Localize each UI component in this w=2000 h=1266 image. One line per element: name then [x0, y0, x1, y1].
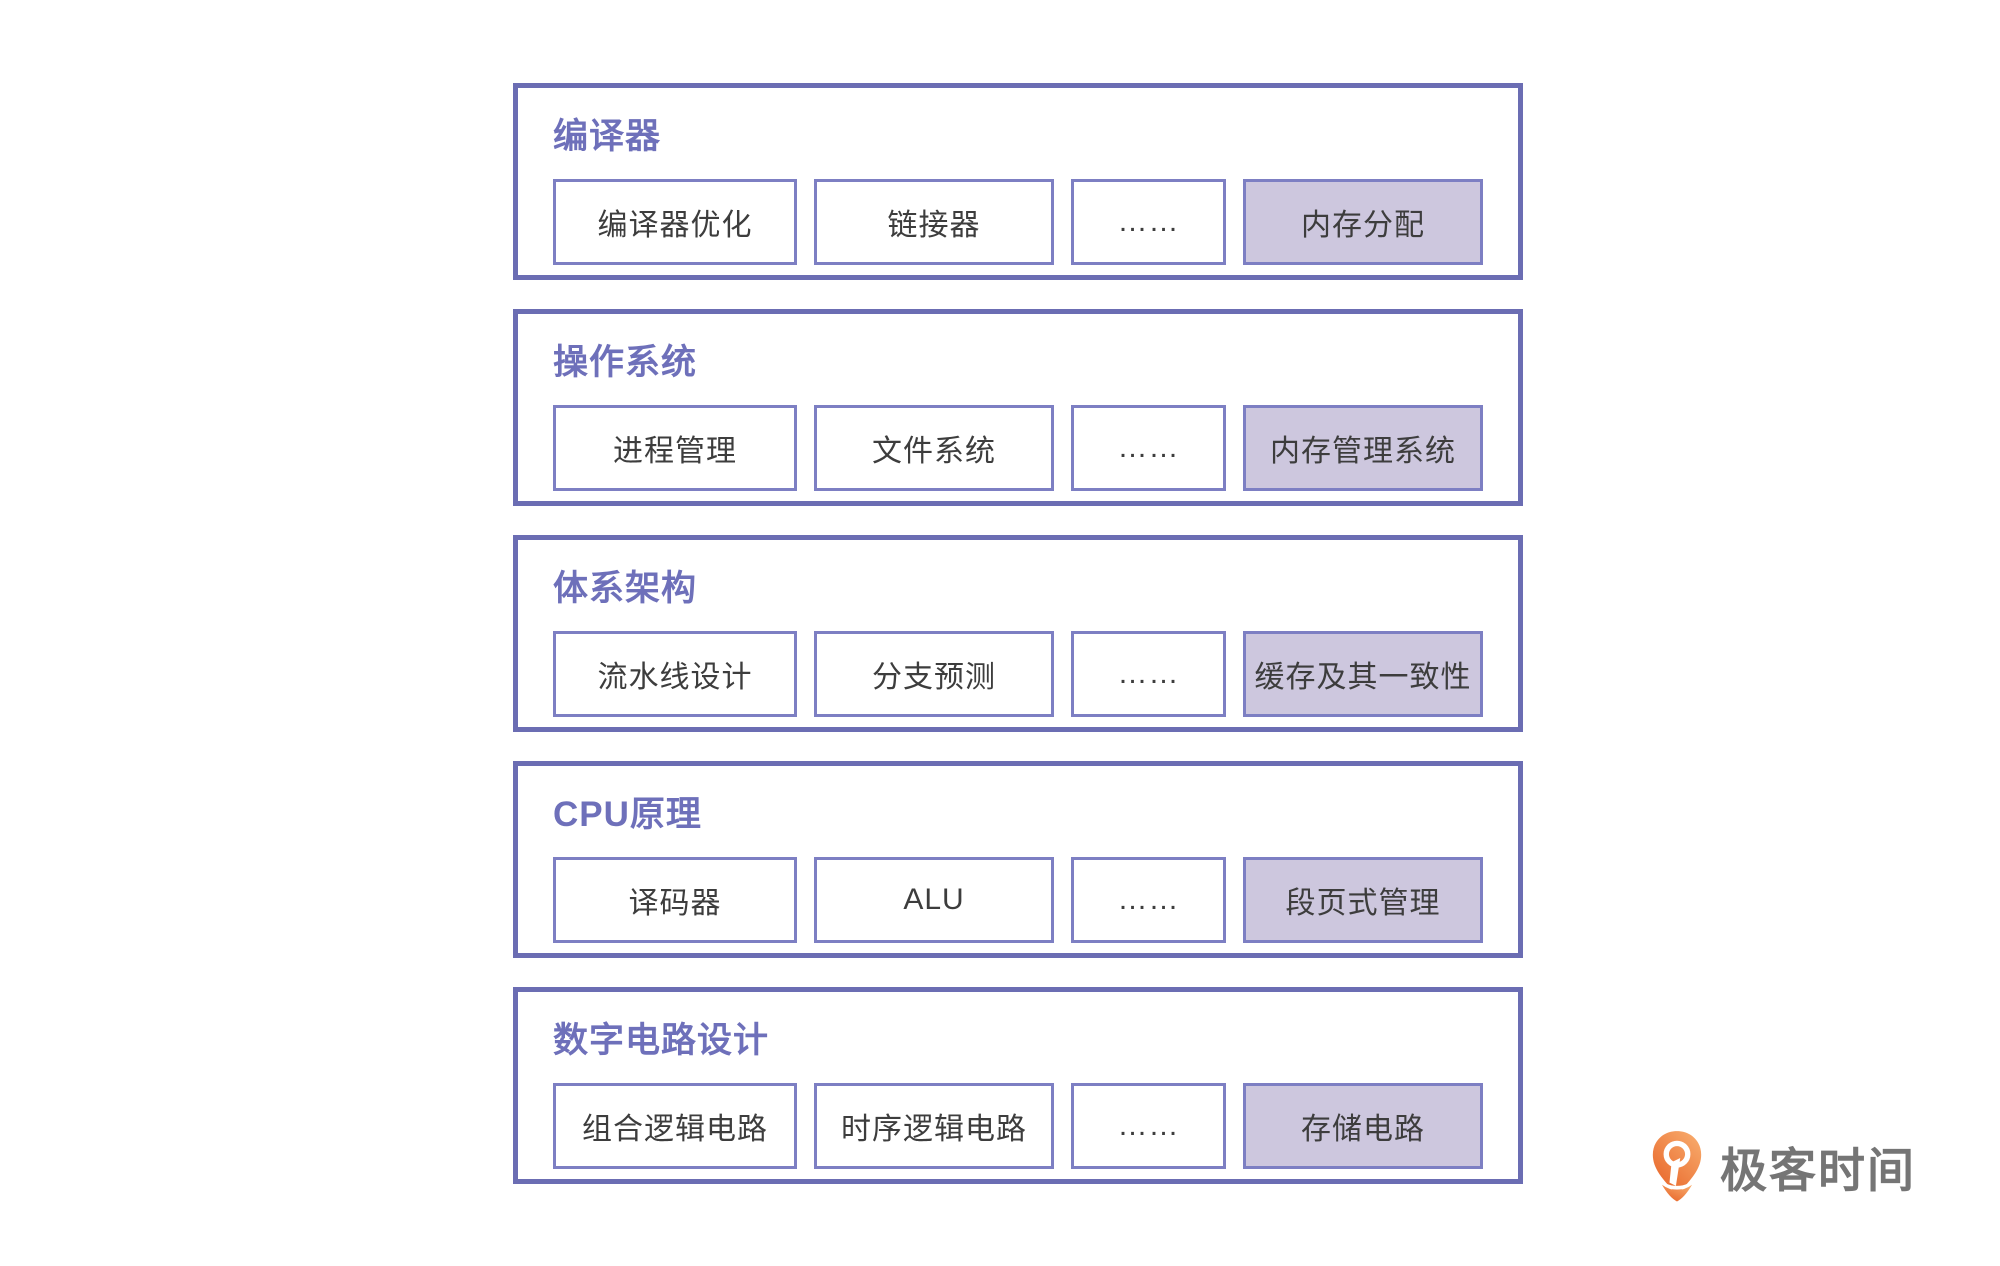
layer-title-cpu-principles: CPU原理 [553, 795, 702, 834]
box-compiler-optimization: 编译器优化 [553, 179, 797, 265]
layer-compiler: 编译器 编译器优化 链接器 …… 内存分配 [513, 83, 1523, 280]
geektime-logo-text: 极客时间 [1720, 1143, 1916, 1197]
box-memory-management-system: 内存管理系统 [1243, 405, 1483, 491]
geektime-logo-icon [1652, 1131, 1702, 1202]
layer-title-architecture: 体系架构 [553, 569, 698, 608]
box-branch-prediction: 分支预测 [814, 631, 1054, 717]
layer-boxes: 流水线设计 分支预测 …… 缓存及其一致性 [553, 631, 1518, 717]
box-ellipsis: …… [1071, 857, 1226, 943]
box-linker: 链接器 [814, 179, 1054, 265]
box-process-management: 进程管理 [553, 405, 797, 491]
layer-title-digital-circuit-design: 数字电路设计 [553, 1021, 770, 1060]
box-decoder: 译码器 [553, 857, 797, 943]
layer-digital-circuit-design: 数字电路设计 组合逻辑电路 时序逻辑电路 …… 存储电路 [513, 987, 1523, 1184]
layer-boxes: 组合逻辑电路 时序逻辑电路 …… 存储电路 [553, 1083, 1518, 1169]
box-ellipsis: …… [1071, 631, 1226, 717]
box-ellipsis: …… [1071, 179, 1226, 265]
layer-boxes: 编译器优化 链接器 …… 内存分配 [553, 179, 1518, 265]
layer-boxes: 译码器 ALU …… 段页式管理 [553, 857, 1518, 943]
box-ellipsis: …… [1071, 405, 1226, 491]
box-file-system: 文件系统 [814, 405, 1054, 491]
box-storage-circuit: 存储电路 [1243, 1083, 1483, 1169]
layer-title-operating-system: 操作系统 [553, 343, 698, 382]
layer-architecture: 体系架构 流水线设计 分支预测 …… 缓存及其一致性 [513, 535, 1523, 732]
box-pipeline-design: 流水线设计 [553, 631, 797, 717]
layer-boxes: 进程管理 文件系统 …… 内存管理系统 [553, 405, 1518, 491]
box-sequential-logic-circuit: 时序逻辑电路 [814, 1083, 1054, 1169]
box-ellipsis: …… [1071, 1083, 1226, 1169]
box-memory-allocation: 内存分配 [1243, 179, 1483, 265]
layer-cpu-principles: CPU原理 译码器 ALU …… 段页式管理 [513, 761, 1523, 958]
box-alu: ALU [814, 857, 1054, 943]
box-combinational-logic-circuit: 组合逻辑电路 [553, 1083, 797, 1169]
layer-operating-system: 操作系统 进程管理 文件系统 …… 内存管理系统 [513, 309, 1523, 506]
layer-title-compiler: 编译器 [553, 117, 662, 156]
geektime-logo: 极客时间 [1650, 1130, 1916, 1202]
box-cache-coherence: 缓存及其一致性 [1243, 631, 1483, 717]
box-segment-page-management: 段页式管理 [1243, 857, 1483, 943]
layer-stack-diagram: 编译器 编译器优化 链接器 …… 内存分配 操作系统 进程管理 文件系统 …… … [513, 83, 1523, 1184]
